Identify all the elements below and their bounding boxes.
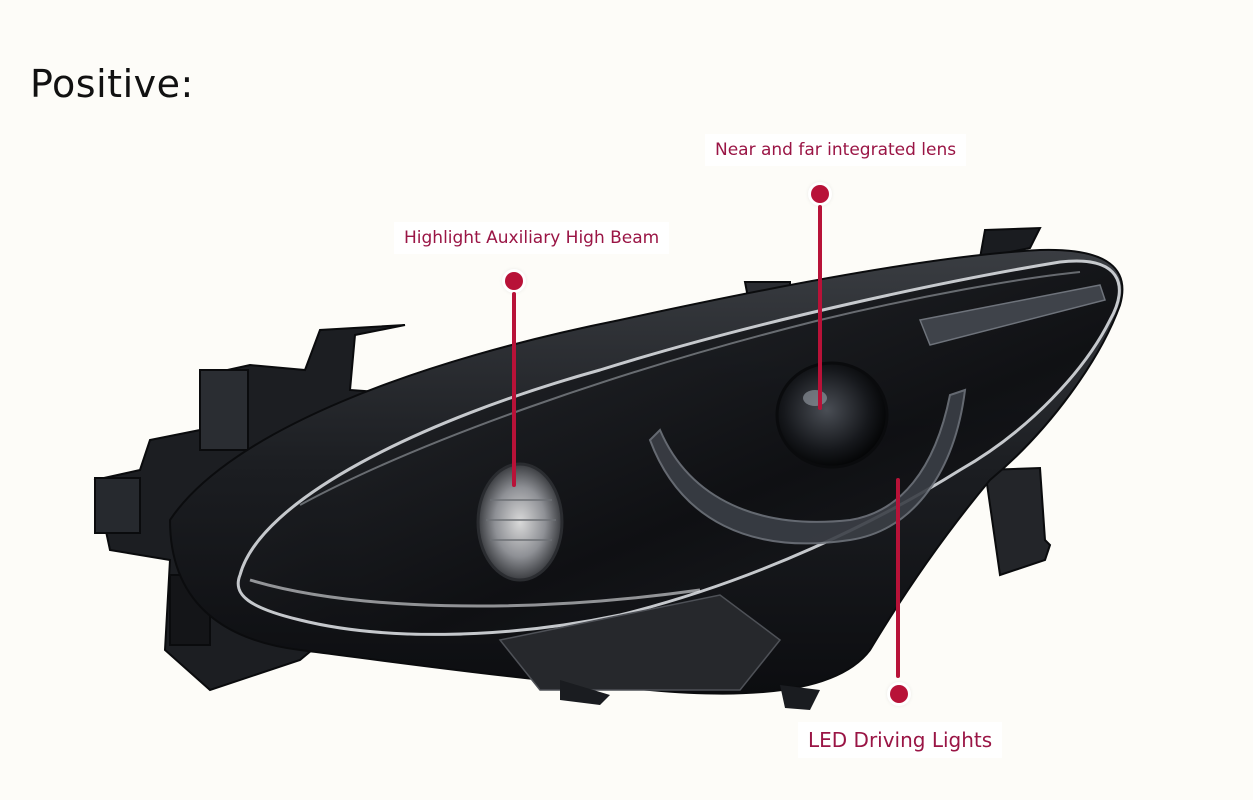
pin-near-far-lens-line [818,205,822,410]
callout-aux-high-beam: Highlight Auxiliary High Beam [394,222,670,254]
callout-near-far-lens: Near and far integrated lens [705,134,967,166]
pin-near-far-lens-dot [811,185,829,203]
pin-aux-high-beam-line [512,292,516,487]
outer-lens [236,259,1121,636]
page-heading: Positive: [30,62,194,106]
aux-high-beam-reflector [476,462,564,582]
callout-led-driving: LED Driving Lights [798,722,1003,758]
pin-aux-high-beam-dot [505,272,523,290]
pin-led-driving-dot [890,685,908,703]
pin-led-driving-line [896,478,900,678]
projector-lens [775,361,889,469]
led-light-guide [648,388,967,545]
